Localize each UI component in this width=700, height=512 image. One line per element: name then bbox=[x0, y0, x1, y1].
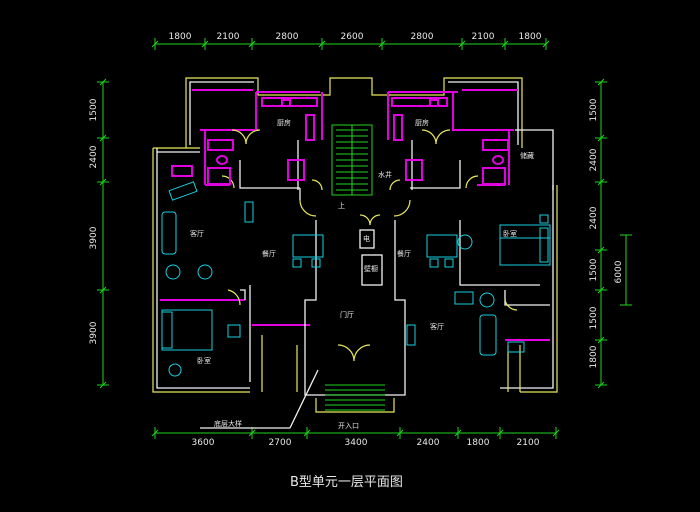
bottom-dim-5: 1800 bbox=[467, 438, 490, 448]
dim-slash bbox=[597, 381, 605, 389]
left-dim-4: 3900 bbox=[89, 321, 99, 344]
top-dim-3: 2800 bbox=[276, 32, 299, 42]
dim-slash bbox=[151, 40, 159, 48]
right-dim-5: 1500 bbox=[589, 306, 599, 329]
bottom-dimension-chain: 3600 2700 3400 2400 1800 2100 bbox=[151, 427, 560, 448]
dim-slash bbox=[99, 286, 107, 294]
bottom-dim-6: 2100 bbox=[517, 438, 540, 448]
dim-slash bbox=[99, 78, 107, 86]
note-leader-line bbox=[289, 369, 319, 429]
label-water-well: 水井 bbox=[378, 170, 392, 179]
dim-slash bbox=[99, 178, 107, 186]
dim-slash bbox=[597, 178, 605, 186]
label-ground-note: 底层大样 bbox=[214, 419, 242, 428]
top-dimension-chain: 1800 2100 2800 2600 2800 2100 1800 bbox=[151, 32, 550, 50]
bottom-dim-3: 3400 bbox=[345, 438, 368, 448]
dim-slash bbox=[201, 40, 209, 48]
label-kitchen-left: 厨房 bbox=[277, 118, 291, 127]
top-dim-5: 2800 bbox=[411, 32, 434, 42]
right-dim-1: 1500 bbox=[589, 98, 599, 121]
outer-walls bbox=[152, 77, 558, 393]
top-dim-2: 2100 bbox=[217, 32, 240, 42]
dim-slash bbox=[378, 40, 386, 48]
dim-slash bbox=[552, 429, 560, 437]
dim-slash bbox=[99, 381, 107, 389]
label-entrance: 开入口 bbox=[338, 422, 359, 430]
electric-box bbox=[359, 229, 375, 249]
right-dim-3: 2400 bbox=[589, 206, 599, 229]
label-up: 上 bbox=[338, 201, 345, 210]
label-storage: 储藏 bbox=[520, 151, 534, 160]
bottom-dim-4: 2400 bbox=[417, 438, 440, 448]
dim-slash bbox=[597, 286, 605, 294]
interior-walls bbox=[239, 124, 550, 413]
label-bedroom-left: 卧室 bbox=[197, 356, 211, 365]
right-dim-4: 1500 bbox=[589, 258, 599, 281]
left-dim-2: 2400 bbox=[89, 145, 99, 168]
label-living-right: 客厅 bbox=[430, 322, 444, 331]
bed-right bbox=[499, 224, 551, 266]
bottom-dim-1: 3600 bbox=[192, 438, 215, 448]
bed-left bbox=[161, 309, 213, 351]
dim-slash bbox=[303, 429, 311, 437]
label-dining-left: 餐厅 bbox=[262, 249, 276, 258]
dim-slash bbox=[396, 429, 404, 437]
dim-slash bbox=[99, 134, 107, 142]
label-vestibule: 门厅 bbox=[340, 310, 354, 319]
dim-slash bbox=[597, 246, 605, 254]
dim-slash bbox=[454, 429, 462, 437]
fixtures bbox=[161, 97, 551, 377]
right-dimension-chain: 1500 2400 2400 1500 1500 1800 6000 bbox=[589, 78, 632, 389]
dim-slash bbox=[597, 336, 605, 344]
label-kitchen-right: 厨房 bbox=[415, 118, 429, 127]
sofa-right bbox=[479, 314, 497, 356]
dim-slash bbox=[597, 134, 605, 142]
window-bands bbox=[160, 89, 550, 341]
top-dim-7: 1800 bbox=[519, 32, 542, 42]
right-dim-2: 2400 bbox=[589, 148, 599, 171]
wall-niche-box bbox=[361, 254, 383, 286]
right-dim-6: 1800 bbox=[589, 345, 599, 368]
top-dim-4: 2600 bbox=[341, 32, 364, 42]
room-labels: 厨房 厨房 客厅 餐厅 卧室 餐厅 客厅 卧室 储藏 水井 上 电 壁橱 门厅 … bbox=[190, 118, 534, 430]
dim-slash bbox=[542, 40, 550, 48]
label-living-left: 客厅 bbox=[190, 229, 204, 238]
top-dim-6: 2100 bbox=[472, 32, 495, 42]
bottom-dim-2: 2700 bbox=[269, 438, 292, 448]
label-living-right-upper: 餐厅 bbox=[397, 249, 411, 258]
door-swings bbox=[221, 129, 518, 362]
dim-slash bbox=[248, 429, 256, 437]
top-dim-1: 1800 bbox=[169, 32, 192, 42]
left-dimension-chain: 1500 2400 3900 3900 bbox=[89, 78, 109, 389]
dim-slash bbox=[318, 40, 326, 48]
right-outer-dim: 6000 bbox=[614, 260, 624, 283]
dim-slash bbox=[248, 40, 256, 48]
dim-slash bbox=[597, 78, 605, 86]
dim-slash bbox=[458, 40, 466, 48]
dim-slash bbox=[501, 40, 509, 48]
left-dim-3: 3900 bbox=[89, 226, 99, 249]
kitchen-counter-right bbox=[391, 97, 448, 107]
label-elec: 电 bbox=[363, 234, 370, 243]
dim-slash bbox=[496, 429, 504, 437]
sofa-left bbox=[161, 211, 177, 255]
left-dim-1: 1500 bbox=[89, 98, 99, 121]
drawing-title: B型单元一层平面图 bbox=[290, 475, 403, 490]
label-wall-niche: 壁橱 bbox=[364, 264, 378, 273]
label-bedroom-right: 卧室 bbox=[503, 229, 517, 238]
dim-slash bbox=[151, 429, 159, 437]
